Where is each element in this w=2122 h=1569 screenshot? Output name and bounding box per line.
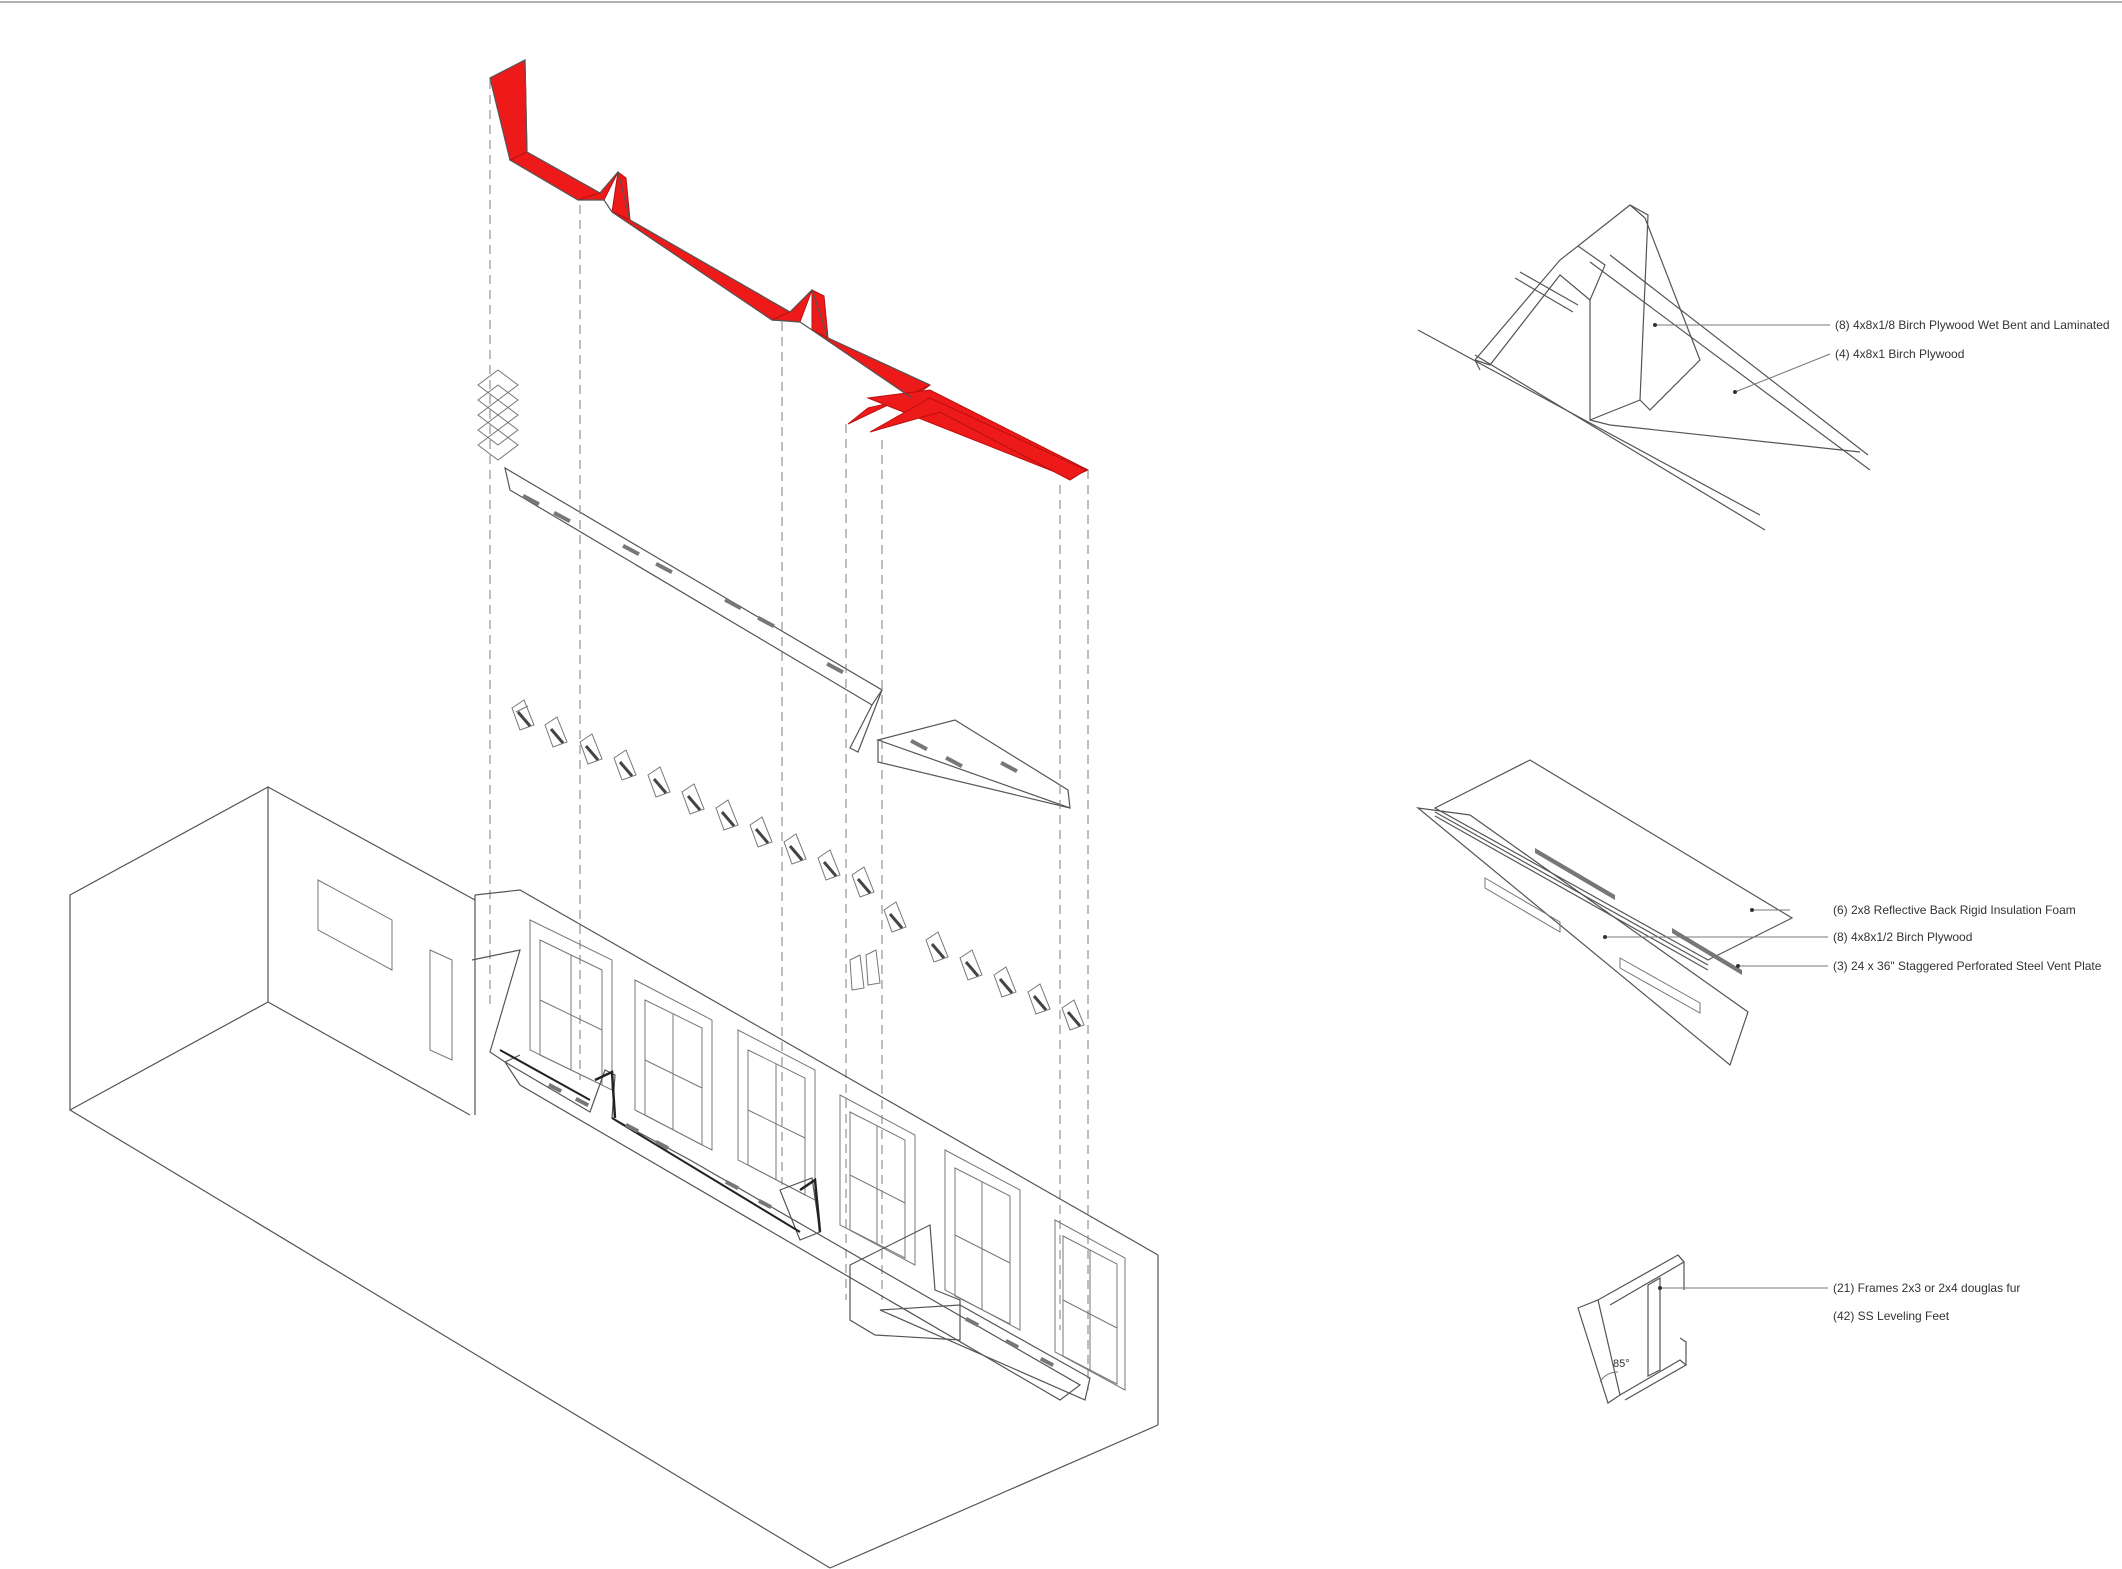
windows: [529, 919, 1126, 1391]
callout-leveling-feet: (42) SS Leveling Feet: [1833, 1309, 1950, 1323]
callout-insulation-foam: (6) 2x8 Reflective Back Rigid Insulation…: [1833, 903, 2076, 917]
callout-frames: (21) Frames 2x3 or 2x4 douglas fur: [1833, 1281, 2020, 1295]
installed-bench: [471, 949, 1091, 1401]
callout-bent-plywood: (8) 4x8x1/8 Birch Plywood Wet Bent and L…: [1835, 318, 2110, 332]
callout-birch-plywood-1: (4) 4x8x1 Birch Plywood: [1835, 347, 1964, 361]
bent-plywood-strip: [489, 59, 1090, 481]
alignment-lines: [489, 80, 1089, 1390]
angle-label: 85°: [1613, 1358, 1630, 1370]
detail-frame: [1577, 1254, 1688, 1404]
callout-steel-vent-plate: (3) 24 x 36" Staggered Perforated Steel …: [1833, 959, 2102, 973]
detail-panel-layers: [1415, 759, 1794, 1067]
frame-row: [511, 699, 1085, 1031]
room-box: [69, 785, 1159, 1569]
callout-birch-plywood-half: (8) 4x8x1/2 Birch Plywood: [1833, 930, 1972, 944]
stacked-planes: [477, 369, 519, 461]
callouts: (8) 4x8x1/8 Birch Plywood Wet Bent and L…: [1603, 318, 2110, 1370]
seat-panel-with-vents: [504, 466, 1071, 809]
detail-bent-plywood: [1417, 204, 1871, 531]
